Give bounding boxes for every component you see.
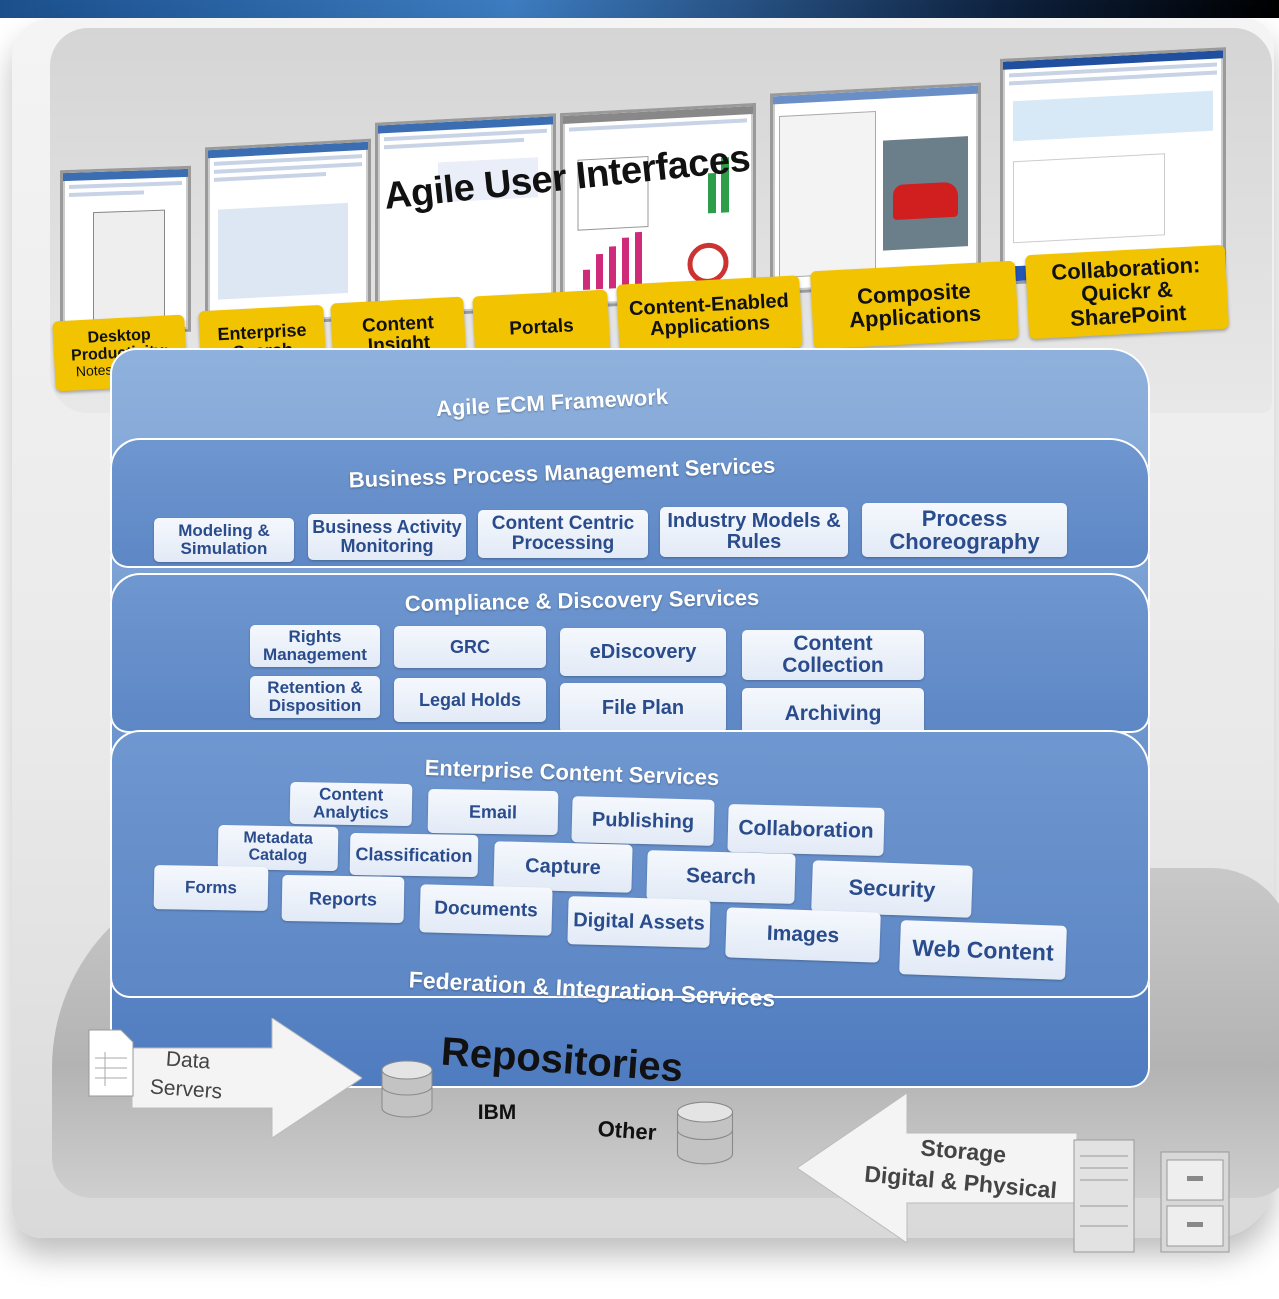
ecs-web-content: Web Content [899,920,1067,980]
ecs-reports: Reports [281,874,405,924]
ibm-database-icon [381,1060,433,1118]
storage-arrow [797,1093,1077,1243]
screenshot-cea [770,82,981,295]
ecs-security: Security [811,860,973,918]
ecs-email: Email [427,788,559,836]
screenshot-desktop [60,165,191,337]
compliance-file-plan: File Plan [560,683,726,733]
ecs-documents: Documents [419,884,553,936]
compliance-legal-holds: Legal Holds [394,678,546,722]
compliance-retention-disposition: Retention & Disposition [250,676,380,718]
ecs-content-analytics: Content Analytics [289,781,413,827]
ecs-capture: Capture [493,841,633,893]
ecs-classification: Classification [349,832,479,878]
repo-ibm-label: IBM [477,1101,517,1124]
tag-collaboration: Collaboration:Quickr &SharePoint [1024,244,1230,340]
screenshot-search [205,138,371,329]
bpm-process-choreography: Process Choreography [862,503,1067,557]
tag-line: Portals [508,315,575,340]
data-servers-arrow [132,1018,362,1138]
tag-line: Applications [848,300,982,333]
data-servers-label: Data Servers [140,1043,234,1108]
ecs-metadata-catalog: Metadata Catalog [217,824,339,872]
compliance-ediscovery: eDiscovery [560,628,726,676]
top-banner [0,0,1279,18]
ecs-digital-assets: Digital Assets [567,896,711,948]
ecs-publishing: Publishing [571,796,715,846]
bpm-business-activity-monitoring: Business Activity Monitoring [308,514,466,560]
bpm-industry-models-rules: Industry Models & Rules [660,507,848,557]
data-servers-line: Servers [149,1075,223,1104]
server-tower-icon [1073,1139,1135,1253]
compliance-rights-management: Rights Management [250,625,380,667]
ecs-search: Search [646,850,796,904]
ecs-forms: Forms [153,865,269,911]
compliance-grc: GRC [394,626,546,668]
ecs-images: Images [725,907,881,963]
bpm-modeling-simulation: Modeling & Simulation [154,518,294,562]
other-database-icon [676,1101,734,1165]
bpm-content-centric-processing: Content Centric Processing [478,510,648,558]
compliance-content-collection: Content Collection [742,630,924,680]
diagram-card: Agile User Interfaces DesktopProductivit… [12,18,1279,1253]
ecs-collaboration: Collaboration [727,803,885,857]
spreadsheet-icon [88,1029,134,1097]
repo-other-label: Other [596,1115,658,1146]
filing-cabinet-icon [1160,1151,1230,1253]
